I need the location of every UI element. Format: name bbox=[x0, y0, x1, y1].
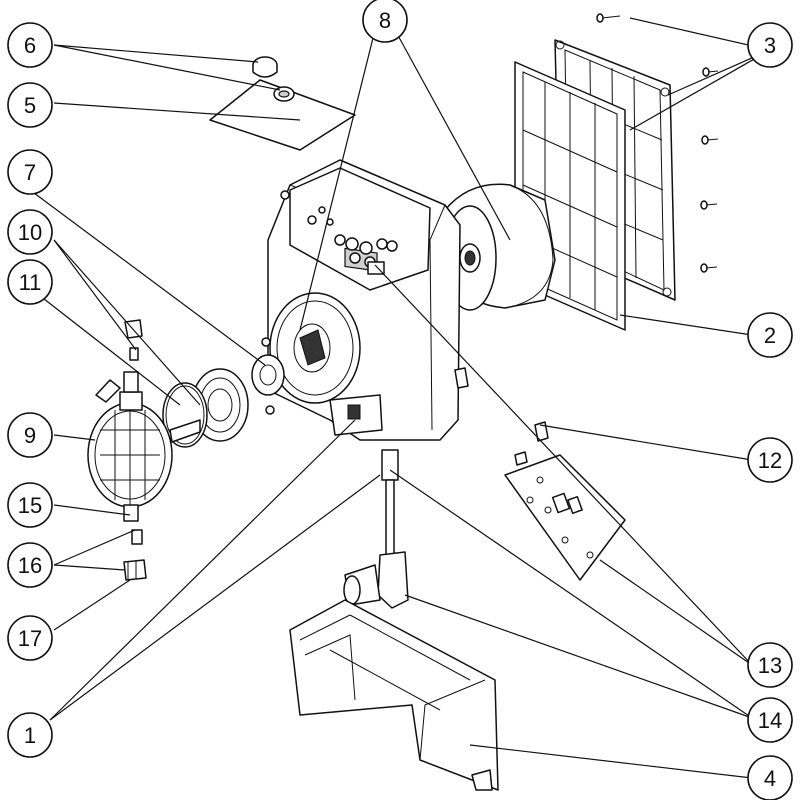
wall-bracket bbox=[289, 599, 499, 791]
callout-9: 9 bbox=[7, 412, 53, 458]
callout-6: 6 bbox=[7, 22, 53, 68]
callout-1: 1 bbox=[7, 712, 53, 758]
washers bbox=[251, 337, 285, 415]
callout-16: 16 bbox=[7, 542, 53, 588]
valve-fittings bbox=[124, 319, 143, 361]
callout-label: 9 bbox=[24, 423, 36, 448]
callout-label: 13 bbox=[758, 653, 782, 678]
leader-lines bbox=[29, 17, 771, 779]
callout-label: 14 bbox=[758, 708, 782, 733]
callout-label: 12 bbox=[758, 448, 782, 473]
callout-label: 8 bbox=[379, 8, 391, 33]
cable-and-plug bbox=[343, 449, 409, 609]
callout-label: 15 bbox=[18, 493, 42, 518]
callout-label: 1 bbox=[24, 723, 36, 748]
callout-12: 12 bbox=[747, 437, 793, 483]
callout-5: 5 bbox=[7, 82, 53, 128]
callout-10: 10 bbox=[7, 209, 53, 255]
callout-7: 7 bbox=[7, 149, 53, 195]
callout-label: 7 bbox=[24, 160, 36, 185]
callout-label: 6 bbox=[24, 33, 36, 58]
callout-label: 10 bbox=[18, 220, 42, 245]
callout-label: 5 bbox=[24, 93, 36, 118]
bottom-fittings bbox=[123, 529, 147, 581]
callout-label: 2 bbox=[764, 323, 776, 348]
callout-4: 4 bbox=[747, 755, 793, 800]
callout-label: 11 bbox=[19, 270, 42, 295]
callout-3: 3 bbox=[747, 22, 793, 68]
callout-label: 17 bbox=[18, 626, 42, 651]
callout-label: 16 bbox=[18, 553, 42, 578]
callout-17: 17 bbox=[7, 615, 53, 661]
pump-housing bbox=[267, 159, 461, 441]
label-plate-and-caps bbox=[209, 56, 356, 200]
callout-label: 4 bbox=[764, 766, 776, 791]
callout-13: 13 bbox=[747, 642, 793, 688]
motor-cylinder bbox=[443, 183, 556, 311]
callout-8: 8 bbox=[362, 0, 408, 43]
callout-15: 15 bbox=[7, 482, 53, 528]
rear-screws bbox=[596, 13, 719, 273]
pump-head bbox=[87, 371, 201, 522]
callout-14: 14 bbox=[747, 697, 793, 743]
callout-11: 11 bbox=[7, 259, 53, 305]
circuit-board bbox=[454, 367, 626, 581]
callout-2: 2 bbox=[747, 312, 793, 358]
callout-label: 3 bbox=[764, 33, 776, 58]
